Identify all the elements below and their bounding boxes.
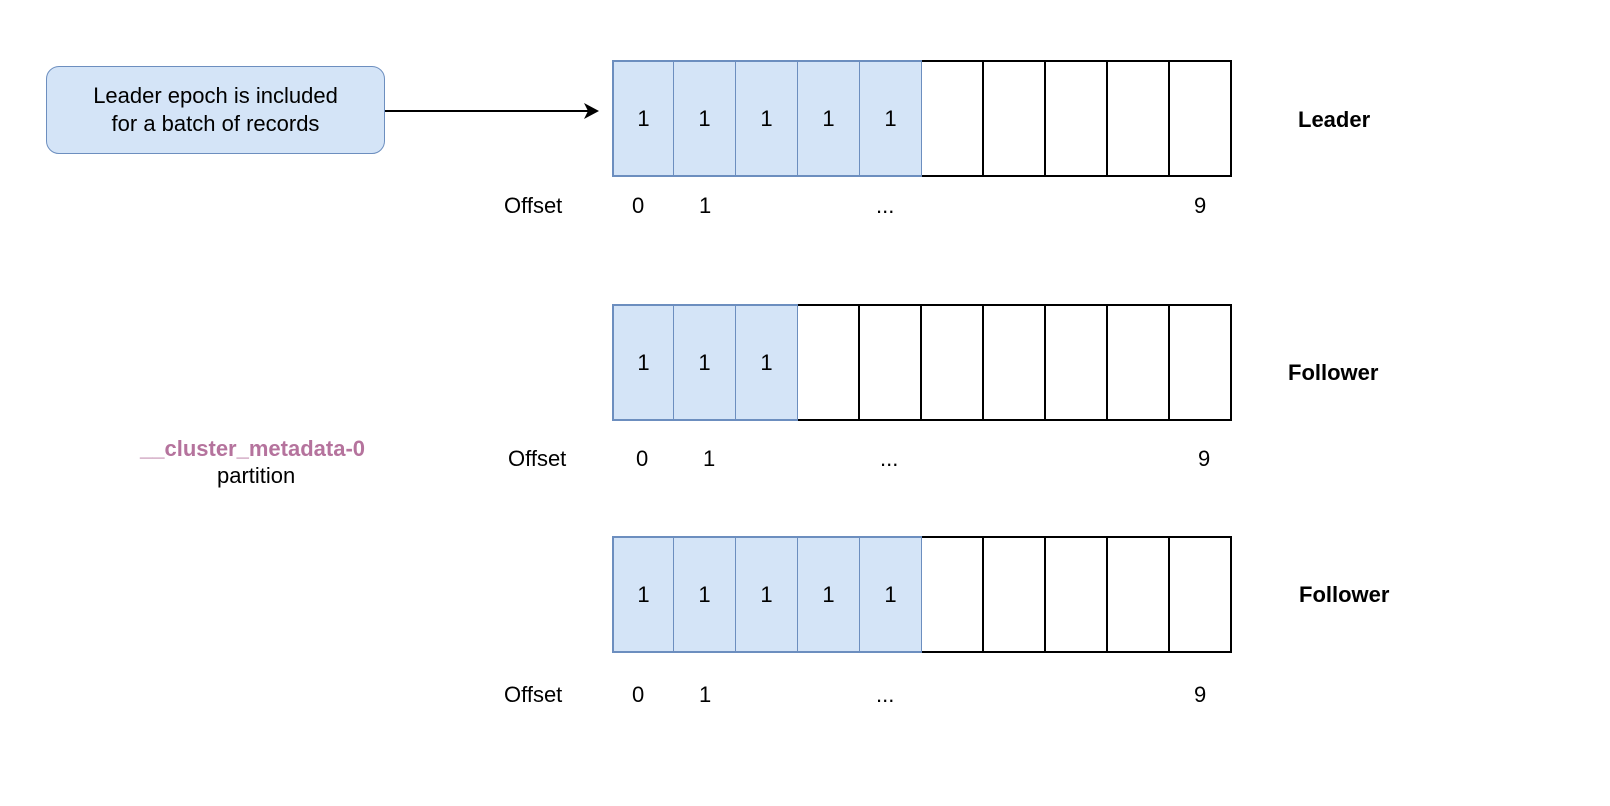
log-cell-empty (1108, 304, 1170, 421)
offset-first: 0 (636, 446, 649, 471)
callout-arrow (385, 103, 599, 119)
offset-second: 1 (703, 446, 716, 471)
log-cell-empty (1170, 304, 1232, 421)
log-cell-filled: 1 (612, 304, 674, 421)
log-cell-empty (922, 304, 984, 421)
log-cell-filled: 1 (612, 60, 674, 177)
log-cell-empty (922, 60, 984, 177)
log-cell-filled: 1 (860, 536, 922, 653)
offset-ellipsis: ... (876, 682, 895, 707)
log-cell-empty (1170, 60, 1232, 177)
log-cell-empty (984, 536, 1046, 653)
log-cell-empty (1046, 536, 1108, 653)
log-cell-empty (1108, 60, 1170, 177)
log-cell-empty (1170, 536, 1232, 653)
log-cell-empty (1046, 304, 1108, 421)
offset-second: 1 (699, 193, 712, 218)
offset-ellipsis: ... (880, 446, 899, 471)
offset-ellipsis: ... (876, 193, 895, 218)
log-row-leader: 1 1 1 1 1 (612, 60, 1232, 177)
log-cell-filled: 1 (798, 60, 860, 177)
offset-second: 1 (699, 682, 712, 707)
log-cell-filled: 1 (736, 304, 798, 421)
log-row-follower-1: 1 1 1 (612, 304, 1232, 421)
offset-first: 0 (632, 193, 645, 218)
role-label-leader: Leader (1298, 107, 1371, 132)
offset-label: Offset (504, 682, 563, 707)
log-cell-empty (860, 304, 922, 421)
log-cell-filled: 1 (860, 60, 922, 177)
offset-label: Offset (508, 446, 567, 471)
callout-line-2: for a batch of records (111, 111, 320, 136)
log-cell-empty (922, 536, 984, 653)
leader-epoch-callout: Leader epoch is included for a batch of … (46, 66, 385, 154)
offset-label: Offset (504, 193, 563, 218)
log-cell-empty (798, 304, 860, 421)
offset-first: 0 (632, 682, 645, 707)
log-cell-filled: 1 (674, 304, 736, 421)
offset-last: 9 (1198, 446, 1211, 471)
log-cell-empty (1046, 60, 1108, 177)
log-cell-filled: 1 (736, 536, 798, 653)
log-cell-empty (984, 304, 1046, 421)
offset-last: 9 (1194, 682, 1207, 707)
partition-name: __cluster_metadata-0 (140, 436, 366, 461)
log-row-follower-2: 1 1 1 1 1 (612, 536, 1232, 653)
callout-line-1: Leader epoch is included (93, 83, 338, 108)
log-cell-empty (1108, 536, 1170, 653)
partition-subtitle: partition (217, 463, 296, 488)
log-cell-filled: 1 (674, 536, 736, 653)
role-label-follower: Follower (1288, 360, 1379, 385)
log-cell-filled: 1 (736, 60, 798, 177)
log-cell-filled: 1 (798, 536, 860, 653)
log-cell-empty (984, 60, 1046, 177)
log-cell-filled: 1 (674, 60, 736, 177)
role-label-follower: Follower (1299, 582, 1390, 607)
log-cell-filled: 1 (612, 536, 674, 653)
offset-last: 9 (1194, 193, 1207, 218)
